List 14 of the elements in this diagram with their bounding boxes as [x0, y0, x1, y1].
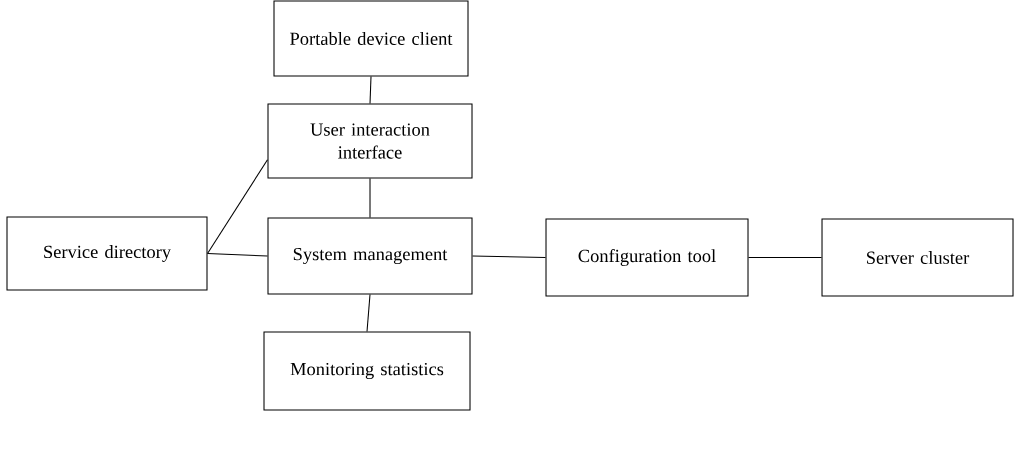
process-box: Service directory: [6, 216, 208, 291]
connector-line: [207, 252, 268, 257]
connector-line: [748, 256, 822, 258]
process-box: System management: [267, 217, 473, 295]
connector-line: [366, 294, 371, 332]
connector-line: [207, 159, 268, 255]
process-box: Server cluster: [821, 218, 1014, 297]
process-box: Portable device client: [273, 0, 469, 77]
connector-line: [369, 178, 371, 218]
connector-line: [369, 76, 372, 104]
process-box: Configuration tool: [545, 218, 749, 297]
process-box: User interaction interface: [267, 103, 473, 179]
process-box: Monitoring statistics: [263, 331, 471, 411]
connector-line: [472, 255, 546, 258]
